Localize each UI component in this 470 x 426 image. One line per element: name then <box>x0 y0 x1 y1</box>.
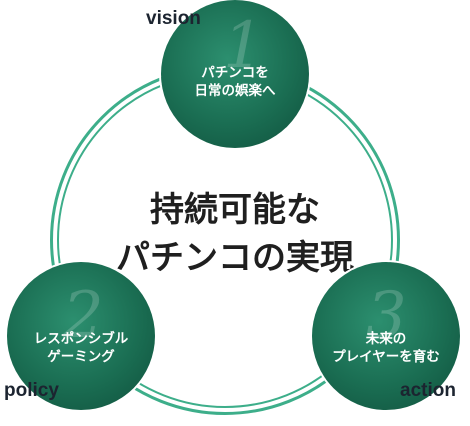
action-text: 未来の プレイヤーを育む <box>332 331 440 365</box>
center-title: 持続可能な パチンコの実現 <box>116 190 354 278</box>
policy-node: 2 レスポンシブル ゲーミング <box>7 262 155 410</box>
policy-number: 2 <box>63 279 104 353</box>
action-node: 3 未来の プレイヤーを育む <box>312 262 460 410</box>
vision-label: vision <box>146 8 201 29</box>
vision-node: 1 パチンコを 日常の娯楽へ <box>161 0 309 148</box>
policy-text: レスポンシブル ゲーミング <box>33 331 129 365</box>
vision-number: 1 <box>223 9 264 83</box>
action-number: 3 <box>366 279 407 353</box>
vision-text: パチンコを 日常の娯楽へ <box>194 65 276 99</box>
action-label: action <box>400 380 456 401</box>
policy-label: policy <box>4 380 59 401</box>
